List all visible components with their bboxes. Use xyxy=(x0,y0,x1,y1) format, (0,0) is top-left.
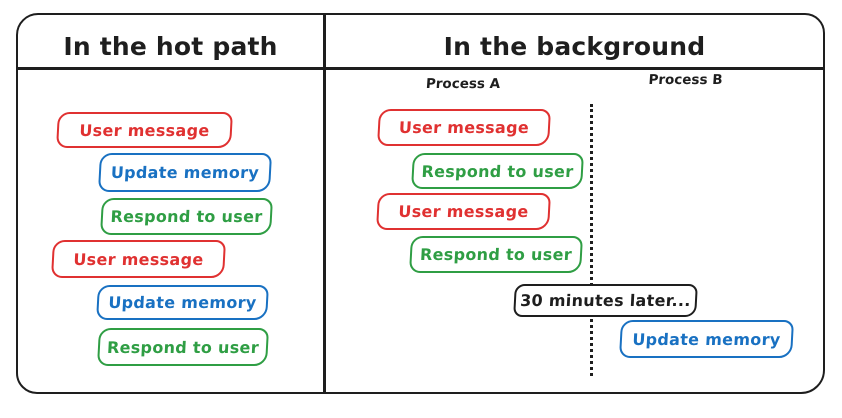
background-panel-title: In the background xyxy=(443,31,706,61)
user-message-box: User message xyxy=(377,109,551,146)
thirty-minutes-later-box: 30 minutes later... xyxy=(513,284,698,317)
update-memory-box: Update memory xyxy=(96,285,269,320)
panel-divider-line xyxy=(323,14,326,394)
update-memory-box: Update memory xyxy=(619,320,794,358)
process-a-label: Process A xyxy=(425,76,501,92)
process-b-label: Process B xyxy=(647,72,724,88)
user-message-box: User message xyxy=(56,112,233,148)
respond-to-user-box: Respond to user xyxy=(411,153,584,189)
user-message-box: User message xyxy=(376,193,551,230)
respond-to-user-box: Respond to user xyxy=(409,236,583,273)
header-divider-line xyxy=(17,67,825,70)
update-memory-box: Update memory xyxy=(97,153,273,192)
hot-path-panel-title: In the hot path xyxy=(63,31,278,61)
user-message-box: User message xyxy=(51,240,226,278)
respond-to-user-box: Respond to user xyxy=(97,328,269,366)
respond-to-user-box: Respond to user xyxy=(100,198,273,235)
process-divider-dotted-line xyxy=(590,104,593,376)
